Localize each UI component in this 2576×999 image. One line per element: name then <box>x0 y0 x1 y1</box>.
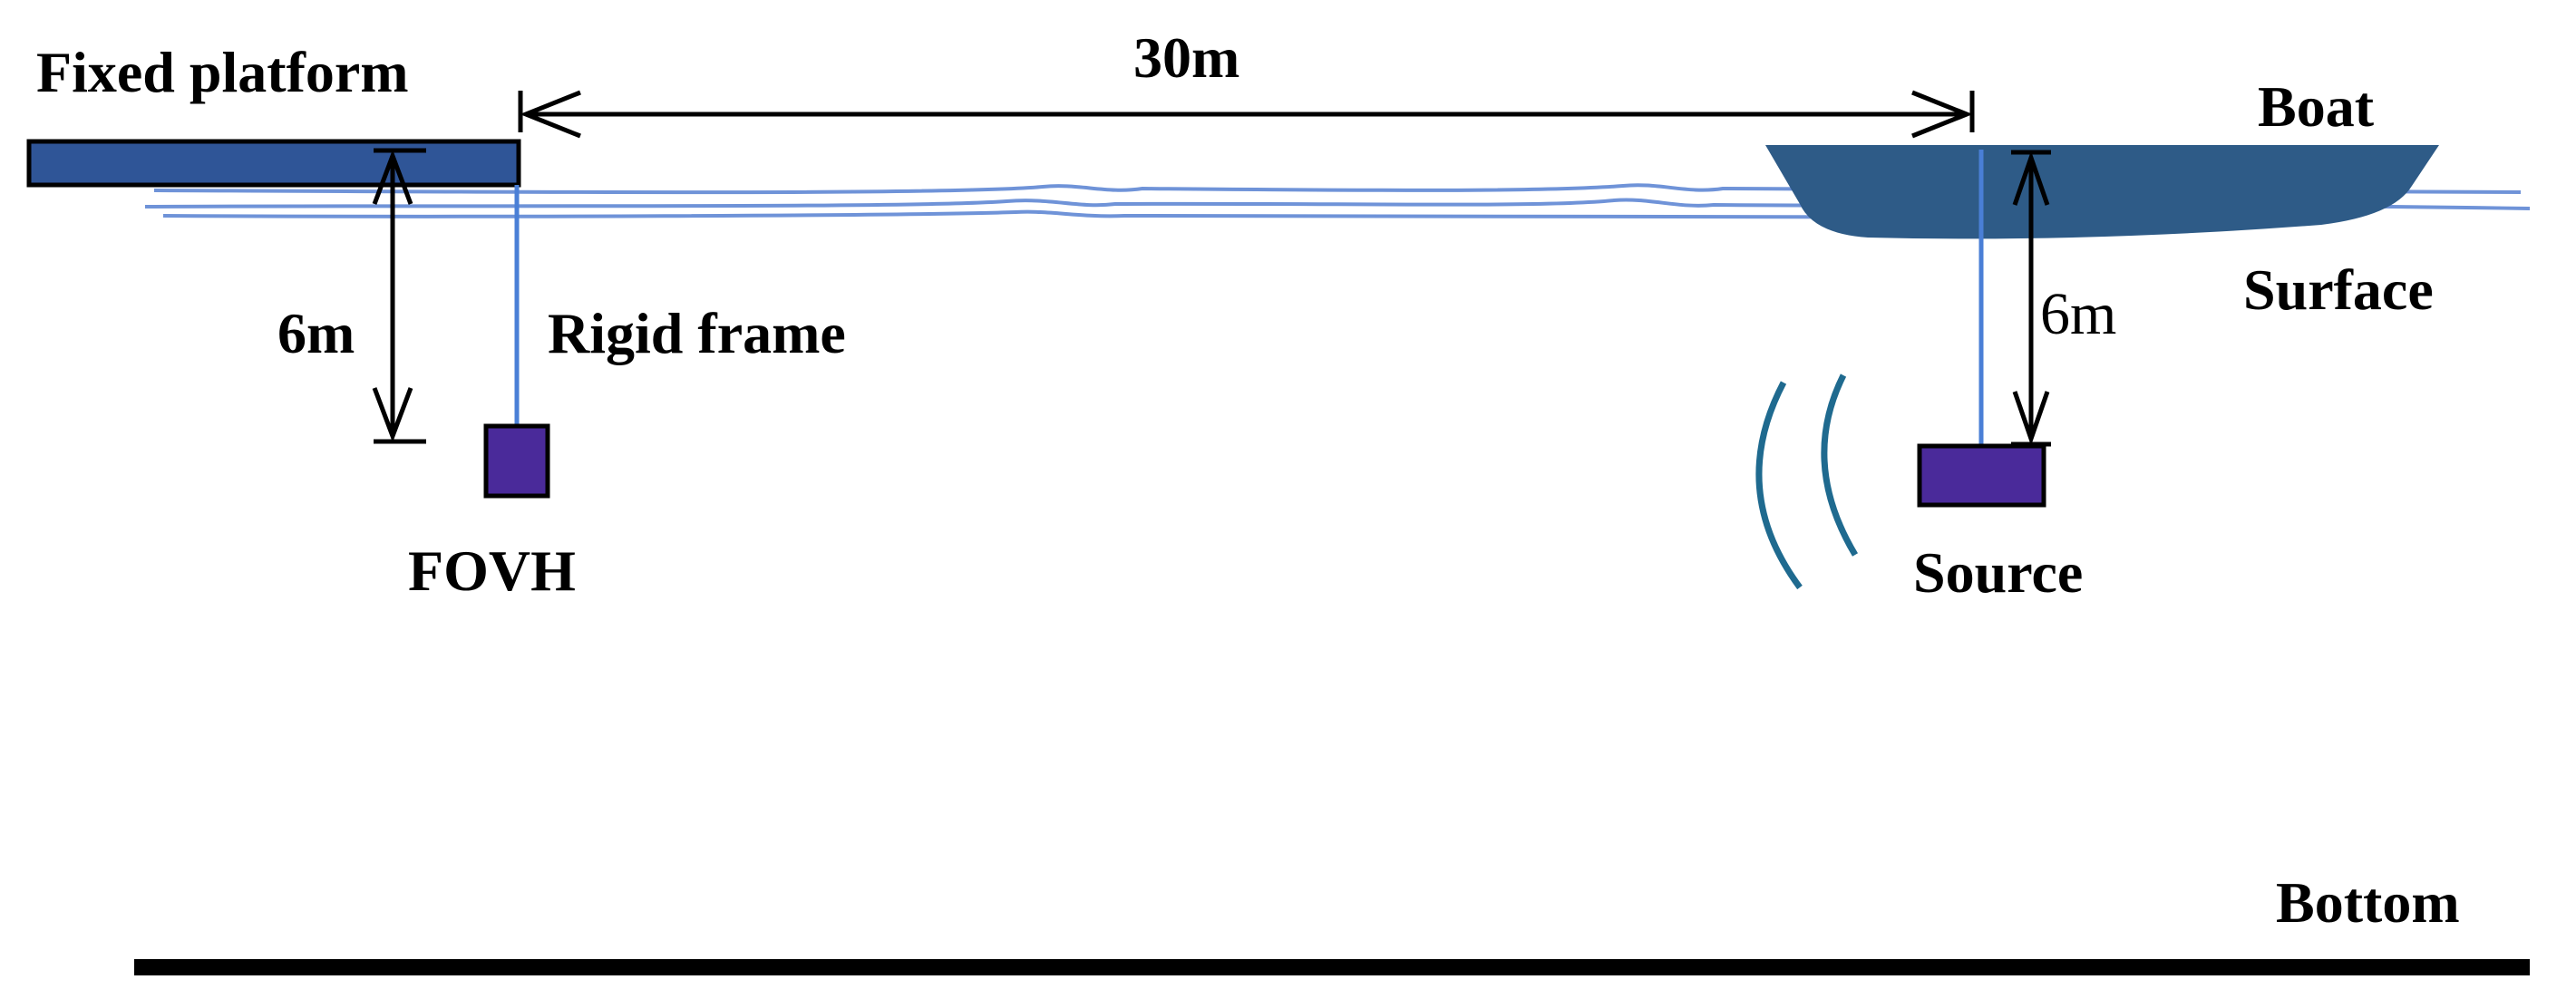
rigid-frame-label: Rigid frame <box>548 301 846 365</box>
sound-wave-arc-inner <box>1821 373 1859 557</box>
distance-arrowhead-right <box>1911 90 1973 139</box>
right-depth-label: 6m <box>2040 281 2117 347</box>
sea-bottom-line <box>134 959 2530 975</box>
distance-arrowhead-left <box>520 90 581 139</box>
fixed-platform <box>26 139 521 188</box>
source-device <box>1917 443 2046 508</box>
fovh-label: FOVH <box>408 538 576 603</box>
distance-label: 30m <box>1133 25 1240 90</box>
sound-wave-icon <box>1755 373 1859 590</box>
boat-hull <box>1765 145 2439 239</box>
bottom-label: Bottom <box>2276 870 2460 935</box>
right-depth-dimension <box>2011 150 2051 447</box>
left-depth-dimension <box>372 148 426 444</box>
source-label: Source <box>1913 540 2084 605</box>
right-depth-arrowhead-bottom <box>2012 391 2050 446</box>
left-depth-arrowhead-top <box>372 149 413 205</box>
fovh-device <box>483 423 550 499</box>
surface-label: Surface <box>2243 257 2434 322</box>
left-depth-label: 6m <box>277 301 355 365</box>
left-depth-arrowhead-bottom <box>372 387 413 443</box>
right-depth-arrowhead-top <box>2012 150 2050 206</box>
fixed-platform-label: Fixed platform <box>36 40 409 104</box>
boat-label: Boat <box>2258 74 2374 139</box>
water-line-3 <box>162 209 2177 219</box>
distance-dimension <box>518 90 1975 139</box>
sound-wave-arc-outer <box>1755 381 1803 590</box>
water-line-1 <box>153 183 2522 195</box>
